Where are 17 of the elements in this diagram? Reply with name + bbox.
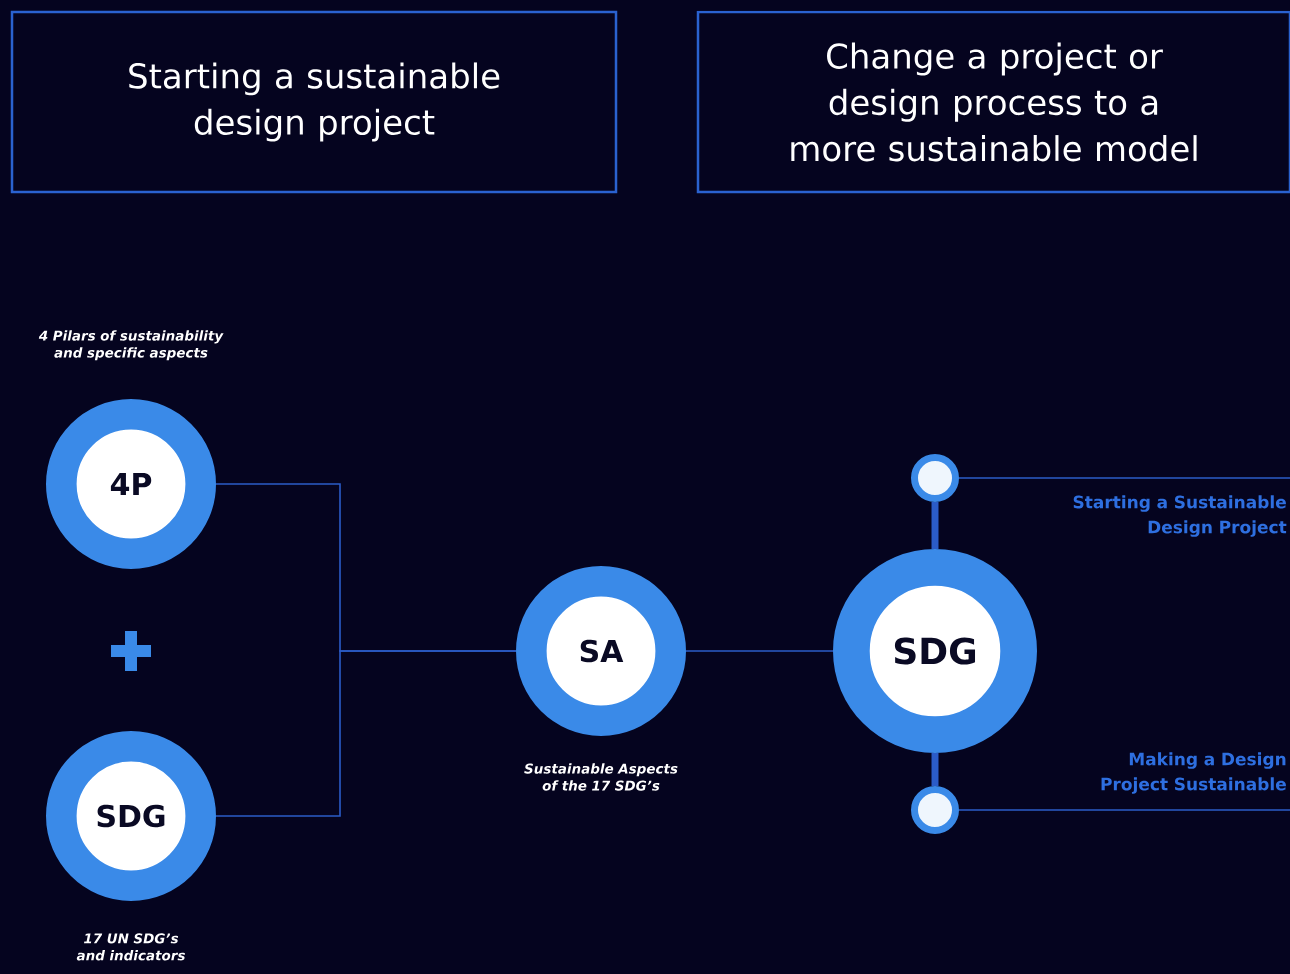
branch-label: Making a Design Project Sustainable — [1101, 752, 1286, 794]
circle-node: SDG — [46, 731, 216, 901]
connector-line — [958, 809, 1290, 811]
circle-node: SA — [516, 566, 686, 736]
caption-text: 4 Pilars of sustainability and specific aspects — [38, 330, 224, 361]
circle-node: SDG — [833, 549, 1037, 753]
branch-label: Starting a Sustainable Design Project — [1073, 495, 1287, 537]
connector-line — [215, 650, 517, 817]
connector-dot — [911, 454, 959, 502]
caption-text: 17 UN SDG’s and indicators — [76, 933, 185, 961]
connector-dot — [911, 786, 959, 834]
circle-node: 4P — [46, 399, 216, 569]
title-box: Change a project or design process to a more sustainable model — [696, 10, 1290, 194]
connector-line — [958, 477, 1290, 479]
connector-line — [685, 650, 834, 652]
caption-text: Sustainable Aspects of the 17 SDG’s — [524, 763, 678, 791]
title-box: Starting a sustainable design project — [10, 10, 618, 194]
